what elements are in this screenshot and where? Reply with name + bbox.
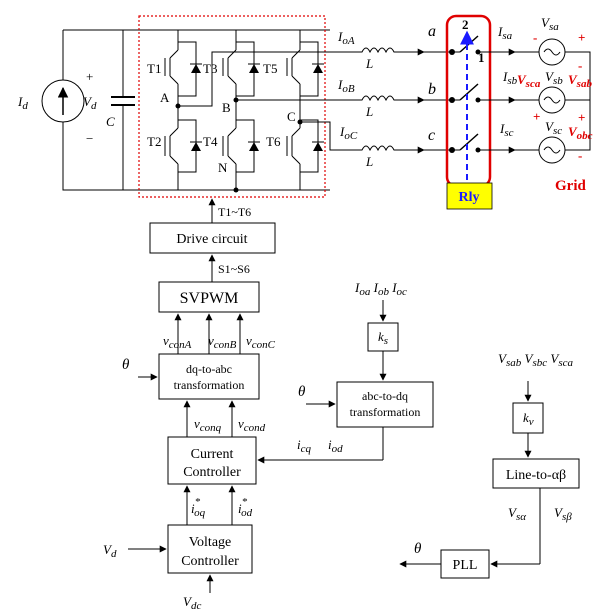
vsc-label: Vsc	[545, 119, 562, 137]
node-c-upper: C	[287, 109, 296, 124]
signal-wires	[128, 198, 541, 593]
isa-label: Isa	[497, 24, 513, 42]
inductor-a-label: L	[365, 56, 373, 71]
sign-minus-3: -	[578, 148, 582, 163]
pll-block: PLL	[453, 558, 478, 573]
abc-to-dq-line1: abc-to-dq	[362, 389, 408, 403]
phase-c-label: c	[428, 127, 435, 144]
isb-label: Isb	[502, 69, 518, 87]
node-a-upper: A	[160, 90, 170, 105]
inverter-boundary	[138, 15, 326, 198]
t2-label: T2	[147, 134, 161, 149]
vd-plus: +	[86, 69, 93, 84]
vsb-label: Vsb	[545, 69, 563, 87]
vsbeta-label: Vsβ	[554, 505, 572, 523]
relay-contacts	[459, 35, 530, 153]
vsab-label: Vsab	[568, 72, 592, 90]
relay-label: Rly	[459, 190, 480, 205]
vsa-label: Vsa	[541, 15, 559, 33]
kv-block: kv	[523, 410, 534, 428]
s1-s6-signal: S1~S6	[218, 262, 250, 276]
vsca-label: Vsca	[517, 72, 541, 90]
current-source-symbol	[41, 79, 85, 123]
relay-pos-1: 1	[478, 50, 485, 65]
ioa-label: IoA	[337, 29, 355, 47]
ioa-iob-ioc-label: Ioa Iob Ioc	[354, 280, 407, 298]
vsalpha-label: Vsα	[508, 505, 526, 523]
dq-to-abc-line2: transformation	[174, 378, 245, 392]
abc-to-dq-line2: transformation	[350, 405, 421, 419]
vconB-label: vconB	[208, 333, 237, 351]
id-label: Id	[17, 94, 28, 112]
t4-label: T4	[203, 134, 218, 149]
theta-input-1: θ	[122, 357, 130, 373]
phase-b-label: b	[428, 81, 436, 98]
t3-label: T3	[203, 61, 217, 76]
iod-label: iod	[328, 437, 343, 455]
inductor-c-label: L	[365, 154, 373, 169]
node-b-upper: B	[222, 100, 231, 115]
icq-label: icq	[297, 437, 312, 455]
current-controller-line2: Controller	[183, 465, 241, 480]
capacitor-label: C	[106, 114, 115, 129]
inverter-bridge	[164, 30, 340, 193]
iob-label: IoB	[337, 77, 355, 95]
voltage-controller-line2: Controller	[181, 554, 239, 569]
ioc-label: IoC	[339, 124, 358, 142]
sign-minus-1: -	[533, 30, 537, 45]
vobc-label: Vobc	[568, 124, 593, 142]
control-blocks	[149, 222, 580, 579]
relay-pos-2: 2	[462, 17, 469, 32]
line-to-alphabeta-block: Line-to-αβ	[506, 468, 566, 483]
inductor-b-label: L	[365, 104, 373, 119]
grid-label: Grid	[555, 178, 586, 194]
sign-plus-1: +	[578, 30, 585, 45]
dc-source: Id + Vd − C	[17, 29, 330, 191]
vsab-vsbc-vsca-label: Vsab Vsbc Vsca	[498, 351, 573, 369]
vconq-label: vconq	[194, 416, 222, 434]
iod-star-label: i*od	[238, 496, 253, 519]
node-n: N	[218, 160, 228, 175]
vcond-label: vcond	[238, 416, 266, 434]
phase-a-label: a	[428, 23, 436, 40]
grid-sources	[495, 38, 591, 164]
ioq-star-label: i*oq	[191, 496, 206, 519]
theta-input-2: θ	[298, 384, 306, 400]
vd-label: Vd	[83, 94, 97, 112]
ks-block: ks	[378, 329, 388, 347]
t1-t6-signal: T1~T6	[218, 205, 251, 219]
t6-label: T6	[266, 134, 281, 149]
inductors	[340, 47, 460, 154]
vdc-input-label: Vdc	[183, 594, 201, 612]
dq-to-abc-line1: dq-to-abc	[186, 362, 232, 376]
sign-plus-3: +	[578, 110, 585, 125]
sign-plus-2: +	[533, 109, 540, 124]
drive-circuit-block: Drive circuit	[176, 232, 247, 247]
theta-output: θ	[414, 541, 422, 557]
isc-label: Isc	[499, 121, 514, 139]
vconC-label: vconC	[246, 333, 276, 351]
svpwm-block: SVPWM	[180, 290, 239, 307]
voltage-controller-line1: Voltage	[189, 535, 232, 550]
t5-label: T5	[263, 61, 277, 76]
vconA-label: vconA	[163, 333, 192, 351]
vd-minus: −	[86, 131, 93, 146]
vd-input-label: Vd	[103, 542, 117, 560]
current-controller-line1: Current	[191, 447, 234, 462]
sign-minus-2: -	[578, 58, 582, 73]
t1-label: T1	[147, 61, 161, 76]
relay-label-box	[446, 182, 493, 210]
